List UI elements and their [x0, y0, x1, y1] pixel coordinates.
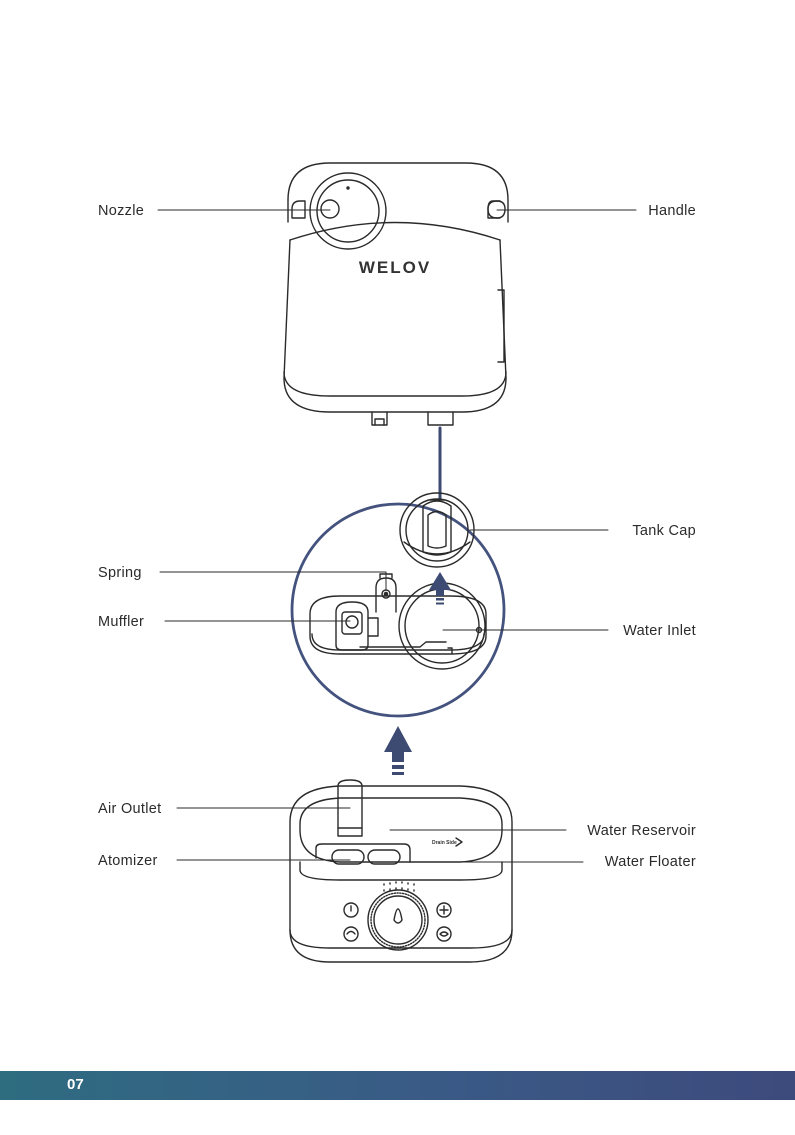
label-handle: Handle [648, 203, 696, 219]
label-nozzle: Nozzle [98, 203, 144, 219]
label-tank-cap: Tank Cap [632, 523, 696, 539]
brand-logo: WELOV [359, 258, 431, 277]
up-arrow-small [429, 572, 451, 605]
label-muffler: Muffler [98, 614, 144, 630]
up-arrow-large [384, 726, 412, 775]
label-water-reservoir: Water Reservoir [587, 823, 696, 839]
label-atomizer: Atomizer [98, 853, 158, 869]
control-panel [344, 838, 462, 950]
label-water-floater: Water Floater [605, 854, 696, 870]
muffler-part [336, 602, 378, 650]
humidifier-exploded-diagram: WELOV Drain Side Nozzle Handle Tank Cap … [0, 0, 795, 1060]
leader-lines [158, 210, 636, 862]
label-water-inlet: Water Inlet [623, 623, 696, 639]
tank-cap-part [400, 493, 474, 567]
page-number: 07 [67, 1076, 84, 1093]
max-mark: Drain Side [432, 840, 457, 846]
base-unit [290, 786, 512, 962]
label-spring: Spring [98, 565, 142, 581]
page-footer-bar: 07 [0, 1071, 795, 1100]
label-air-outlet: Air Outlet [98, 801, 161, 817]
nozzle-part [310, 173, 386, 249]
detail-zoom-circle [292, 504, 504, 716]
